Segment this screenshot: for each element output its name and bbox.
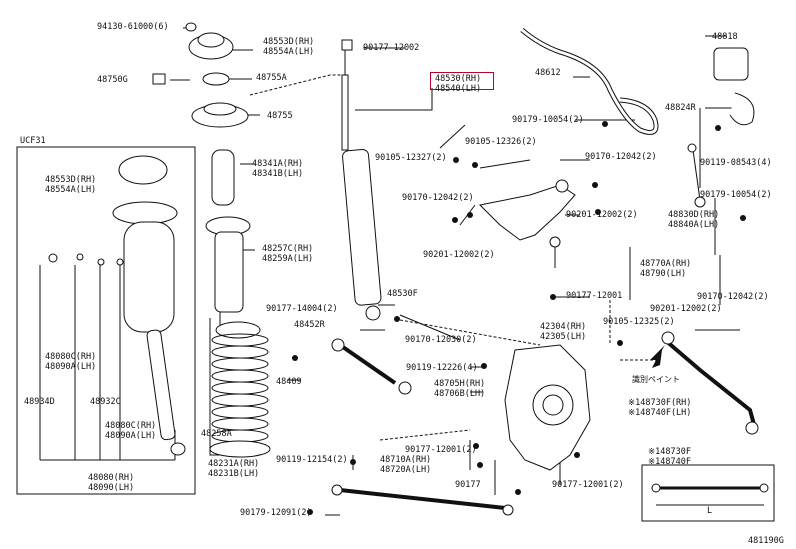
part-label[interactable]: 90170-12042(2)	[402, 193, 474, 203]
highlighted-part-box	[430, 72, 494, 90]
part-label[interactable]: 48710A(RH) 48720A(LH)	[380, 455, 432, 475]
highlighted-part-label[interactable]: 48530(RH) 48540(LH)	[435, 74, 482, 94]
part-label[interactable]: 90177-14004(2)	[266, 304, 338, 314]
group-label: UCF31	[20, 136, 46, 146]
paint-mark-note: 識別ペイント	[632, 375, 680, 384]
part-label[interactable]: 48755A	[256, 73, 287, 83]
part-label[interactable]: 48080(RH) 48090(LH)	[88, 473, 135, 493]
part-label[interactable]: 90177-12002	[363, 43, 420, 53]
air-spring	[123, 221, 175, 333]
part-label[interactable]: 48341A(RH) 48341B(LH)	[252, 159, 304, 179]
air-strut-cylinder	[146, 329, 176, 441]
part-label[interactable]: 90179-10054(2)	[512, 115, 584, 125]
bound-stopper	[211, 149, 235, 206]
part-label[interactable]: 48705H(RH) 48706B(LH)	[434, 379, 486, 399]
part-label[interactable]: 90177-12001(2)	[405, 445, 477, 455]
part-label[interactable]: 90179-10054(2)	[700, 190, 772, 200]
upper-support-nut	[185, 22, 197, 32]
part-label[interactable]: ※148730F ※148740F	[648, 447, 691, 467]
part-label[interactable]: 48080C(RH) 48090A(LH)	[45, 352, 97, 372]
part-label[interactable]: 48830D(RH) 48840A(LH)	[668, 210, 720, 230]
part-label[interactable]: 90170-12042(2)	[697, 292, 769, 302]
lower-link-48710	[339, 488, 506, 510]
part-label[interactable]: 90119-08543(4)	[700, 158, 772, 168]
part-label[interactable]: 48257C(RH) 48259A(LH)	[262, 244, 314, 264]
part-label[interactable]: 48750G	[97, 75, 128, 85]
ucf31-group-box	[16, 146, 196, 495]
part-label[interactable]: 48409	[276, 377, 302, 387]
part-label[interactable]: 48755	[267, 111, 293, 121]
part-label[interactable]: 48934D	[24, 397, 55, 407]
upper-arm	[478, 184, 576, 241]
shock-absorber-rod	[341, 74, 349, 151]
rear-lower-arm	[663, 338, 757, 429]
insulator-48755a	[202, 72, 230, 86]
inset-dimension-box	[641, 464, 775, 522]
part-label[interactable]: 90177	[455, 480, 481, 490]
part-label[interactable]: 48932C	[90, 397, 121, 407]
air-mount-top	[118, 155, 168, 185]
part-label[interactable]: 90170-12030(2)	[405, 335, 477, 345]
part-label[interactable]: 48818	[712, 32, 738, 42]
lower-arm-48705	[338, 343, 397, 385]
part-label[interactable]: 42304(RH) 42305(LH)	[540, 322, 587, 342]
part-label[interactable]: 90105-12327(2)	[375, 153, 447, 163]
dust-boot	[214, 231, 244, 313]
part-label[interactable]: 48553D(RH) 48554A(LH)	[263, 37, 315, 57]
stabilizer-bushing	[713, 47, 749, 81]
part-label[interactable]: 48530F	[387, 289, 418, 299]
stabilizer-link-top	[687, 143, 697, 153]
part-label[interactable]: 90119-12154(2)	[276, 455, 348, 465]
part-label[interactable]: 48258A	[201, 429, 232, 439]
shock-absorber-body	[342, 148, 382, 306]
part-label[interactable]: 48553D(RH) 48554A(LH)	[45, 175, 97, 195]
part-label[interactable]: 48231A(RH) 48231B(LH)	[208, 459, 260, 479]
dimension-label: L	[707, 506, 713, 516]
part-label[interactable]: 90201-12002(2)	[650, 304, 722, 314]
part-label[interactable]: 48452R	[294, 320, 325, 330]
cap-48750g	[152, 73, 166, 85]
part-label[interactable]: 94130-61000(6)	[97, 22, 169, 32]
part-label[interactable]: 90105-12326(2)	[465, 137, 537, 147]
part-label[interactable]: 48770A(RH) 48790(LH)	[640, 259, 692, 279]
part-label[interactable]: 90201-12002(2)	[566, 210, 638, 220]
coil-spring	[211, 333, 269, 443]
stabilizer-bracket	[729, 92, 755, 126]
part-label[interactable]: 90105-12325(2)	[603, 317, 675, 327]
part-label[interactable]: 90177-12001(2)	[552, 480, 624, 490]
part-label[interactable]: 90201-12002(2)	[423, 250, 495, 260]
part-label[interactable]: 90119-12226(4)	[406, 363, 478, 373]
part-label[interactable]: 90177-12001	[566, 291, 623, 301]
part-label[interactable]: 48612	[535, 68, 561, 78]
paint-mark-arrow	[650, 345, 665, 368]
part-label[interactable]: 90170-12042(2)	[585, 152, 657, 162]
figure-code: 481190G	[748, 536, 784, 546]
part-label[interactable]: 48824R	[665, 103, 696, 113]
part-label[interactable]: ※148730F(RH) ※148740F(LH)	[628, 398, 692, 418]
part-label[interactable]: 48080C(RH) 48090A(LH)	[105, 421, 157, 441]
part-label[interactable]: 90179-12091(2)	[240, 508, 312, 518]
